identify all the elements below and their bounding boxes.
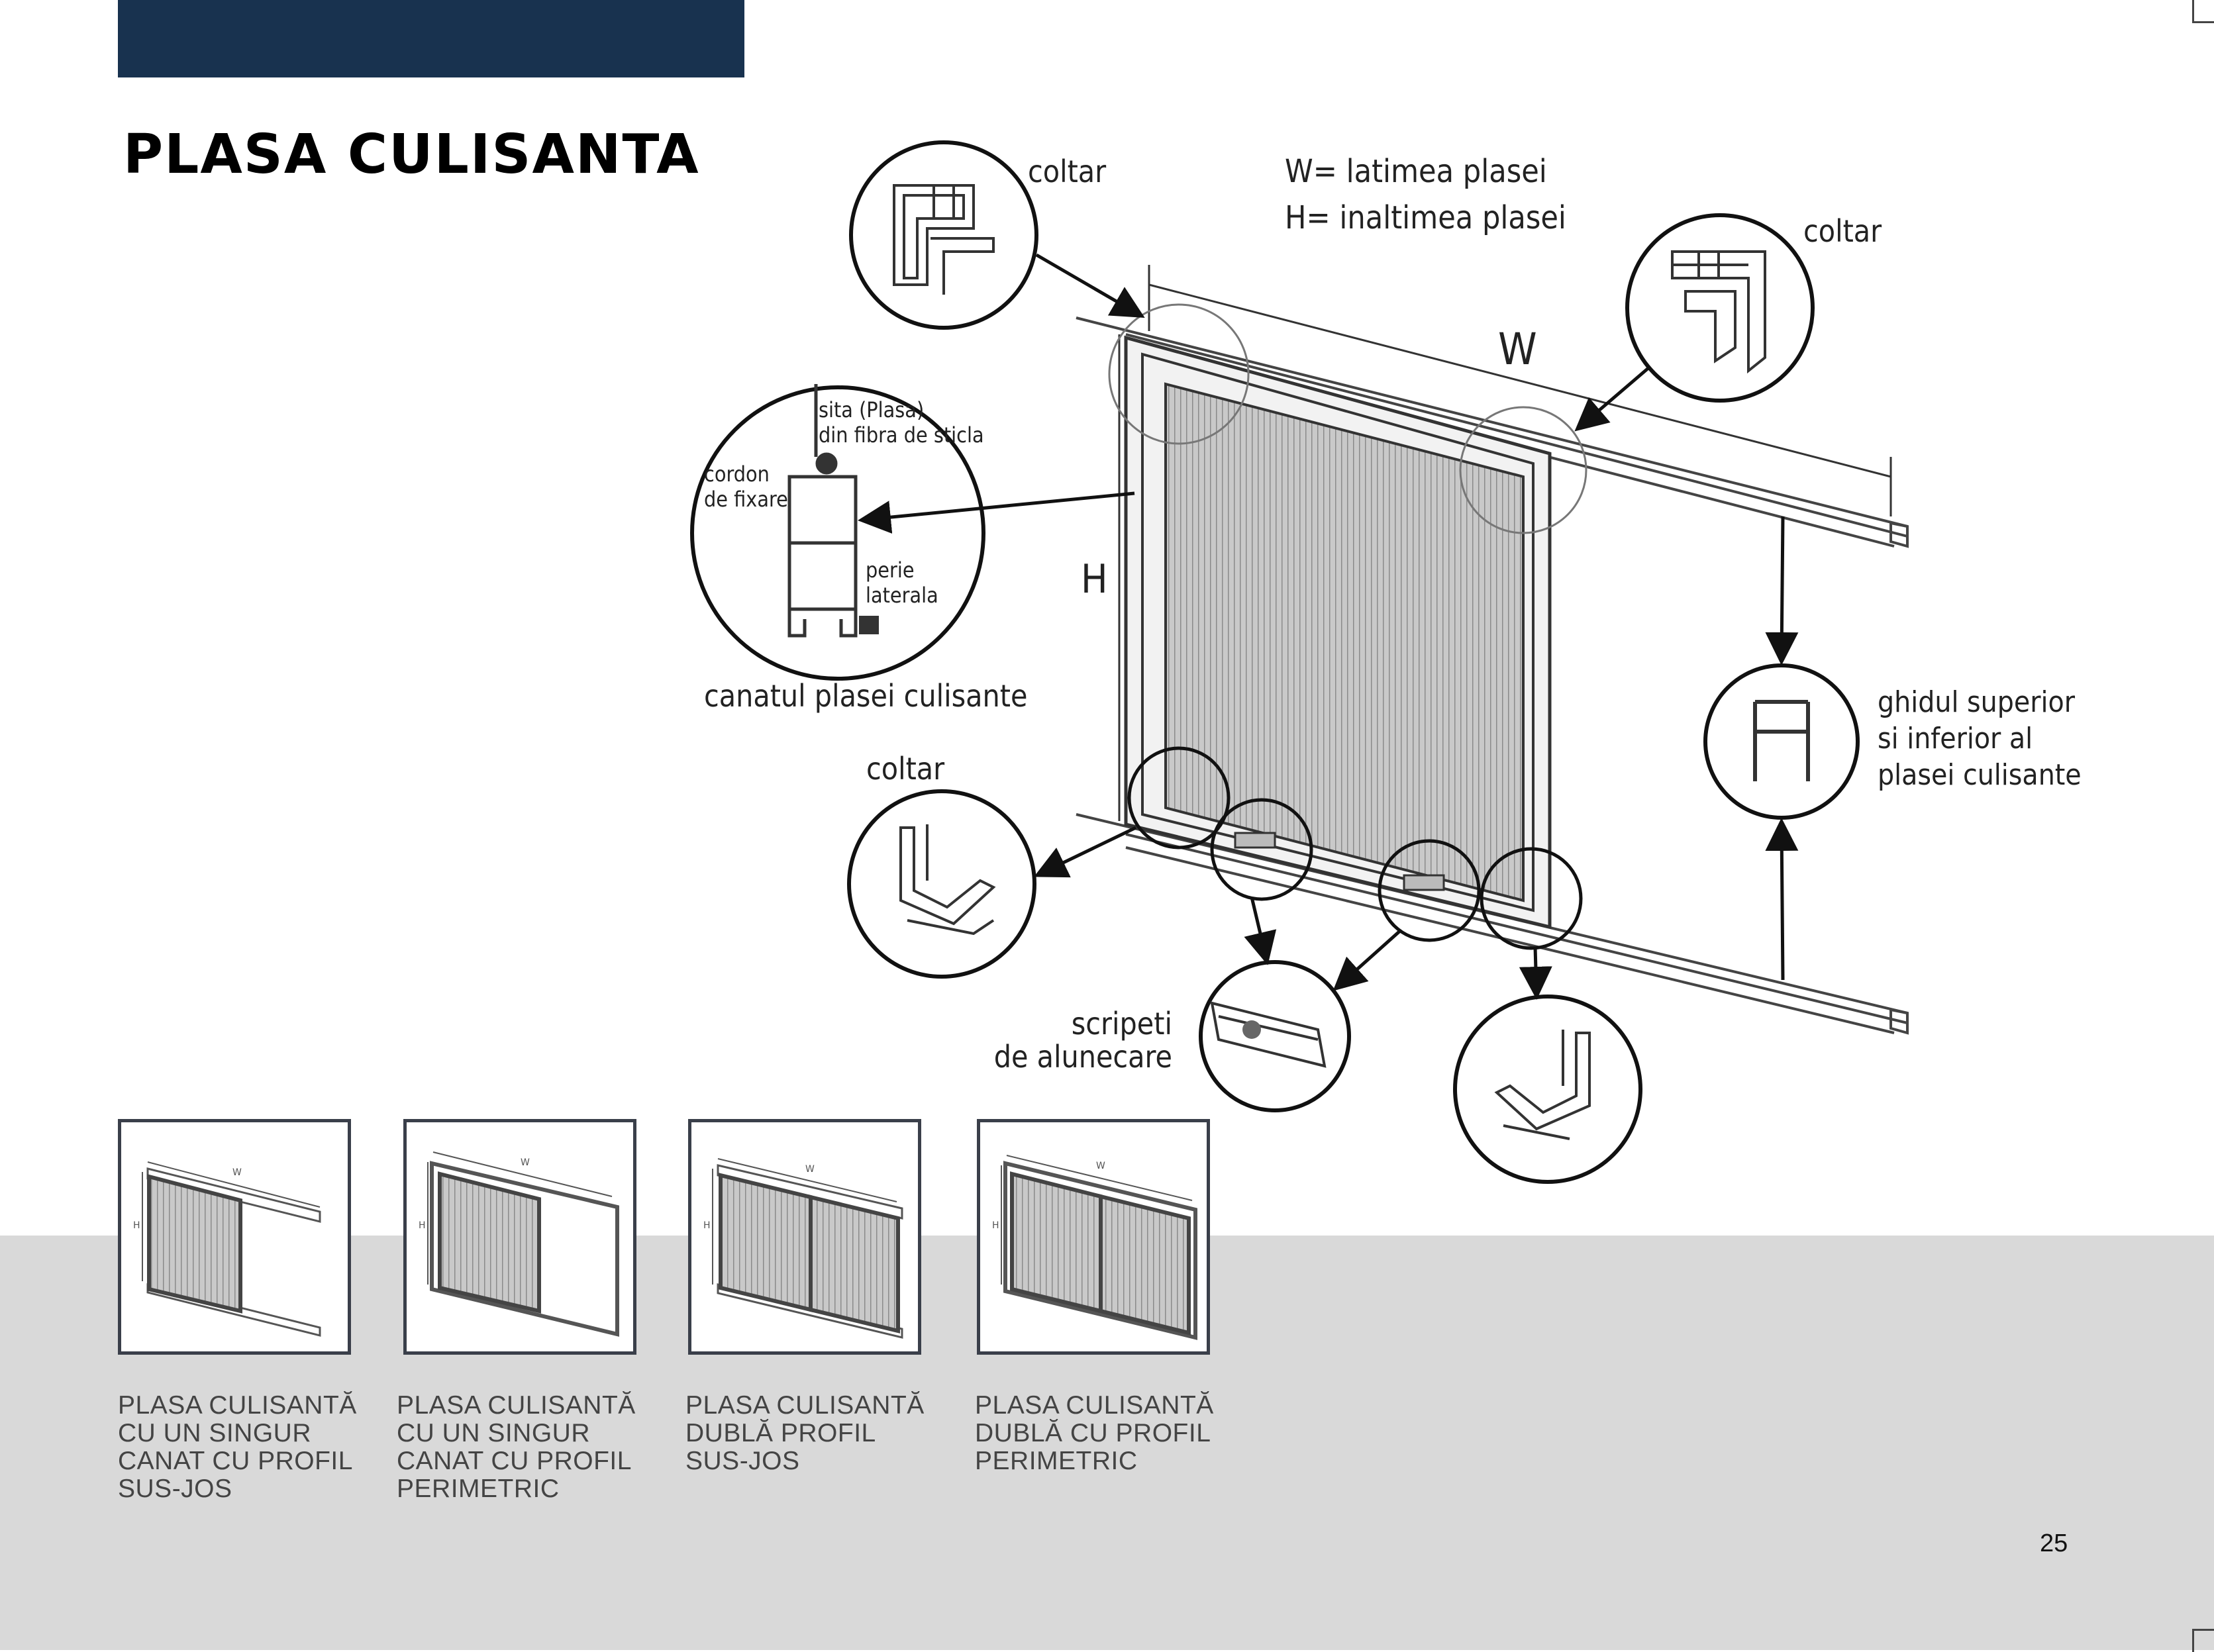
- sliding-screen-diagram: W H W= latimea plasei H= inaltimea plase…: [690, 140, 2082, 1184]
- variant-1-h: H: [133, 1220, 140, 1231]
- corner-detail-bottom-left: [847, 789, 1036, 979]
- arrow-profile-section: [858, 491, 1135, 534]
- detail-highlights-dark: [1127, 746, 1583, 950]
- variant-2-h: H: [419, 1220, 426, 1231]
- page-title: PLASA CULISANTA: [123, 123, 700, 186]
- crop-mark-top: [2192, 0, 2214, 23]
- legend-width: W= latimea plasei: [1285, 153, 1547, 190]
- variant-2-w: W: [521, 1157, 530, 1168]
- profile-section-detail: [690, 384, 985, 681]
- corner-detail-top-right: [1625, 213, 1815, 403]
- arrow-guide-bottom: [1765, 818, 1799, 981]
- legend-height: H= inaltimea plasei: [1285, 199, 1566, 236]
- guide-label-1: ghidul superior: [1878, 685, 2076, 719]
- arrow-coltar-bottom-right: [1519, 946, 1552, 1000]
- coltar-label-bottom-left: coltar: [866, 751, 945, 787]
- profile-mesh-label-1: sita (Plasa): [819, 397, 924, 422]
- dimension-w-label: W: [1498, 324, 1537, 375]
- arrow-coltar-bottom-left: [1033, 826, 1137, 878]
- roller-1: [1234, 832, 1276, 849]
- rollers-label-2: de alunecare: [994, 1039, 1172, 1075]
- header-bar: [118, 0, 744, 77]
- variant-4-w: W: [1096, 1161, 1105, 1171]
- roller-2: [1403, 874, 1445, 891]
- guide-label-2: si inferior al: [1878, 722, 2033, 755]
- guide-rail-detail: [1703, 663, 1860, 820]
- rollers-detail: [1199, 960, 1351, 1112]
- variant-1-w: W: [232, 1167, 242, 1178]
- arrow-roller-2: [1333, 929, 1402, 991]
- variant-thumb-4: W H: [977, 1119, 1210, 1355]
- sash-frame: [1124, 335, 1552, 930]
- profile-cord-label-1: cordon: [704, 462, 770, 487]
- profile-caption: canatul plasei culisante: [704, 678, 1027, 714]
- arrow-guide-top: [1765, 516, 1799, 665]
- coltar-label-top-right: coltar: [1803, 213, 1882, 249]
- variant-4-h: H: [992, 1220, 999, 1231]
- variant-caption-1: PLASA CULISANTĂ CU UN SINGUR CANAT CU PR…: [118, 1391, 357, 1503]
- dimension-w: [1148, 265, 1892, 516]
- variant-thumb-2: W H: [403, 1119, 636, 1355]
- guide-label-3: plasei culisante: [1878, 758, 2082, 792]
- page-number: 25: [2040, 1530, 2068, 1557]
- profile-brush-label-2: laterala: [866, 583, 938, 608]
- detail-highlights: [1108, 303, 1587, 534]
- corner-detail-bottom-right: [1453, 995, 1642, 1184]
- crop-mark-bottom: [2192, 1629, 2214, 1652]
- rollers-label-1: scripeti: [1072, 1006, 1172, 1042]
- variant-caption-3: PLASA CULISANTĂ DUBLĂ PROFIL SUS-JOS: [685, 1391, 925, 1475]
- variant-caption-2: PLASA CULISANTĂ CU UN SINGUR CANAT CU PR…: [397, 1391, 636, 1503]
- profile-cord-label-2: de fixare: [704, 487, 788, 512]
- corner-detail-top-left: [849, 140, 1038, 330]
- arrow-coltar-top-right: [1574, 366, 1650, 432]
- variant-thumb-1: W H: [118, 1119, 351, 1355]
- arrow-roller-1: [1244, 897, 1277, 965]
- coltar-label-top-left: coltar: [1028, 154, 1107, 189]
- arrow-coltar-top-left: [1035, 253, 1145, 318]
- variant-3-w: W: [805, 1164, 815, 1175]
- variant-thumb-3: W H: [688, 1119, 921, 1355]
- profile-mesh-label-2: din fibra de sticla: [819, 422, 984, 448]
- profile-brush-label-1: perie: [866, 558, 915, 583]
- dimension-h-label: H: [1081, 556, 1108, 603]
- variant-caption-4: PLASA CULISANTĂ DUBLĂ CU PROFIL PERIMETR…: [975, 1391, 1214, 1475]
- variant-3-h: H: [703, 1220, 711, 1231]
